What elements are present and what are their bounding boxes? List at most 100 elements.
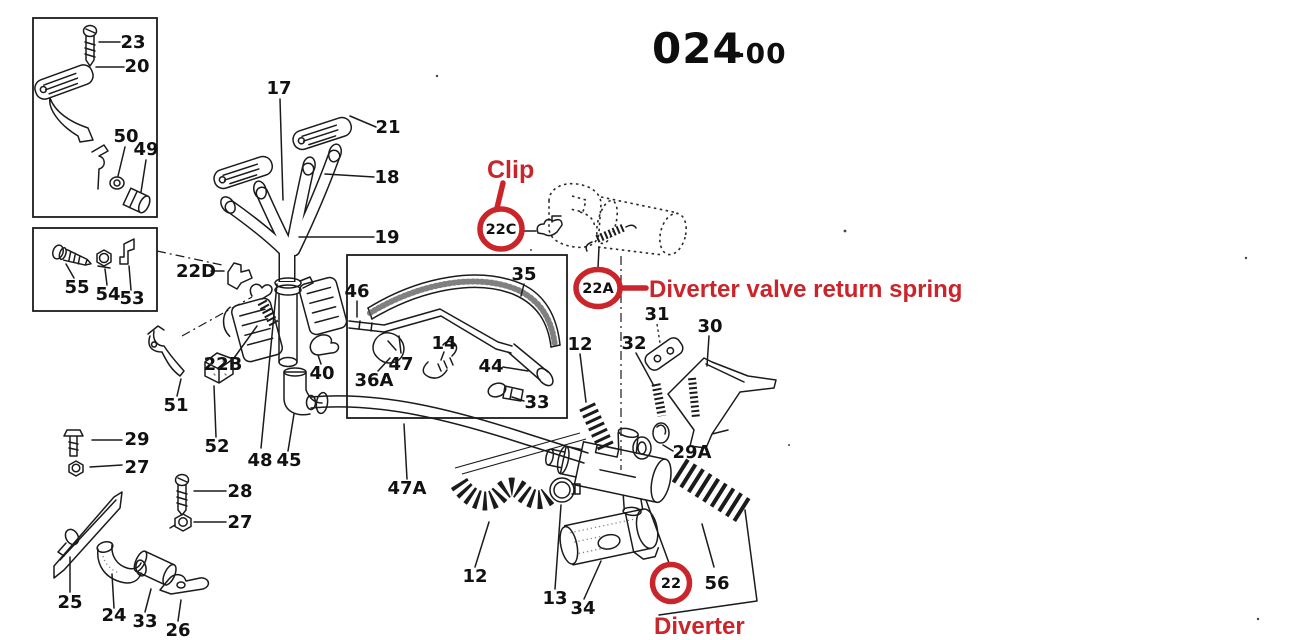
pipe-47a-end xyxy=(305,394,317,411)
spring-hook-14-drawing xyxy=(422,340,458,379)
leader-line xyxy=(377,357,391,372)
part-label-51: 51 xyxy=(163,395,188,416)
part-label-36a: 36A xyxy=(355,370,394,391)
part-label-33-bottom: 33 xyxy=(132,611,157,632)
part-label-29: 29 xyxy=(124,429,149,450)
leader-line xyxy=(403,423,408,480)
part-label-47a: 47A xyxy=(388,478,427,499)
diverter-valve-22-drawing xyxy=(545,427,672,517)
part-label-25: 25 xyxy=(57,592,82,613)
ghost-valve-end xyxy=(659,212,687,256)
part-label-12-right: 12 xyxy=(567,334,592,355)
inset-box-1-frame xyxy=(32,17,158,218)
ghost-valve-joint xyxy=(595,199,619,245)
part-label-20: 20 xyxy=(124,56,149,77)
annotation-clip: Clip 22C xyxy=(477,156,534,252)
funnel-drawing xyxy=(49,97,94,143)
leader-line xyxy=(89,464,123,468)
leader-line xyxy=(502,366,529,372)
cylinder-33-drawing xyxy=(133,550,177,586)
nut-27a-drawing xyxy=(68,460,84,477)
bolt-29-drawing xyxy=(63,429,84,457)
annotation-diverter: 22 Diverter xyxy=(649,561,745,640)
part-label-52: 52 xyxy=(204,436,229,457)
part-label-54: 54 xyxy=(95,284,120,305)
part-label-34: 34 xyxy=(570,598,595,619)
diverter-valve-assembly: 56 12 13 34 xyxy=(450,427,758,619)
part-label-12-bottom: 12 xyxy=(462,566,487,587)
leader-line xyxy=(579,353,587,403)
clip-22d: 22D xyxy=(176,261,253,290)
clip-40-drawing xyxy=(309,334,340,356)
leader-line xyxy=(176,378,182,397)
sleeve-44-drawing xyxy=(507,343,554,387)
annotation-ref-22a: 22A xyxy=(582,281,614,297)
part-label-50: 50 xyxy=(113,126,138,147)
inset-box-3-frame xyxy=(346,254,568,419)
clip-22d-drawing xyxy=(227,262,253,290)
vent-grille-21-drawing xyxy=(292,116,353,151)
annotation-ref-22: 22 xyxy=(661,576,681,592)
part-label-31: 31 xyxy=(644,304,669,325)
leader-line xyxy=(474,521,490,568)
air-manifold-assembly: 17 21 18 19 xyxy=(213,78,401,296)
hose-12-bottom-drawing xyxy=(450,477,555,511)
screw-28-drawing xyxy=(174,473,190,516)
leader-line xyxy=(583,560,602,600)
part-label-45: 45 xyxy=(276,450,301,471)
leader-line xyxy=(279,98,284,201)
leader-line xyxy=(662,444,674,452)
part-label-46: 46 xyxy=(344,281,369,302)
leader-line xyxy=(140,159,147,193)
part-label-19: 19 xyxy=(374,227,399,248)
part-label-55: 55 xyxy=(64,277,89,298)
annotation-clip-text: Clip xyxy=(487,156,534,184)
annotation-ref-22c: 22C xyxy=(486,222,517,238)
pipe-47a: 47A xyxy=(305,394,589,499)
leader-line xyxy=(701,523,715,568)
part-label-27a: 27 xyxy=(124,457,149,478)
inset-box-hardware-mid: 55 54 53 xyxy=(32,227,158,312)
leader-line xyxy=(520,283,525,297)
duct-25-drawing xyxy=(53,491,123,579)
annotation-return-spring: 22A Diverter valve return spring xyxy=(573,266,962,310)
part-label-26: 26 xyxy=(165,620,190,640)
leader-polyline xyxy=(658,509,758,616)
clamp-13-drawing xyxy=(549,477,581,503)
part-label-28: 28 xyxy=(227,481,252,502)
hose-35-drawing xyxy=(367,274,561,349)
valve-33-drawing xyxy=(487,382,524,402)
page-title-group: 024 xyxy=(652,24,743,73)
clip-53-drawing xyxy=(119,238,135,265)
leader-line xyxy=(706,335,710,367)
lever-50-drawing xyxy=(91,144,125,190)
clip-22c-drawing xyxy=(536,215,563,237)
leader-line xyxy=(260,283,278,449)
part-label-13: 13 xyxy=(542,588,567,609)
leader-line xyxy=(177,599,182,622)
part-label-32: 32 xyxy=(621,333,646,354)
bracket-26-drawing xyxy=(159,573,210,595)
leader-line xyxy=(117,146,126,177)
leader-line xyxy=(349,115,377,128)
inset-box-hardware-top: 23 20 50 49 xyxy=(32,17,159,218)
annotation-spring-text: Diverter valve return spring xyxy=(649,276,962,303)
part-label-53: 53 xyxy=(119,288,144,309)
manifold-tubes xyxy=(220,143,342,296)
annotation-circle-22 xyxy=(649,561,693,605)
vent-grille-18-drawing xyxy=(213,155,274,190)
page-title-suffix: -00 xyxy=(733,37,787,70)
nut-54-drawing xyxy=(96,249,112,269)
inset-box-2-frame xyxy=(32,227,158,312)
leader-line xyxy=(111,573,115,609)
part-label-40: 40 xyxy=(309,363,334,384)
bracket-36a-drawing xyxy=(372,332,405,364)
duct-group-bottom-left: 29 27 28 27 25 xyxy=(53,429,253,640)
hose-12-right-drawing xyxy=(579,402,614,451)
part-label-35: 35 xyxy=(511,264,536,285)
ghost-valve-cylinder xyxy=(597,196,679,256)
block-52-drawing xyxy=(204,352,234,384)
ghost-diverter-valve xyxy=(523,182,687,269)
nut-27b-drawing xyxy=(169,513,192,532)
